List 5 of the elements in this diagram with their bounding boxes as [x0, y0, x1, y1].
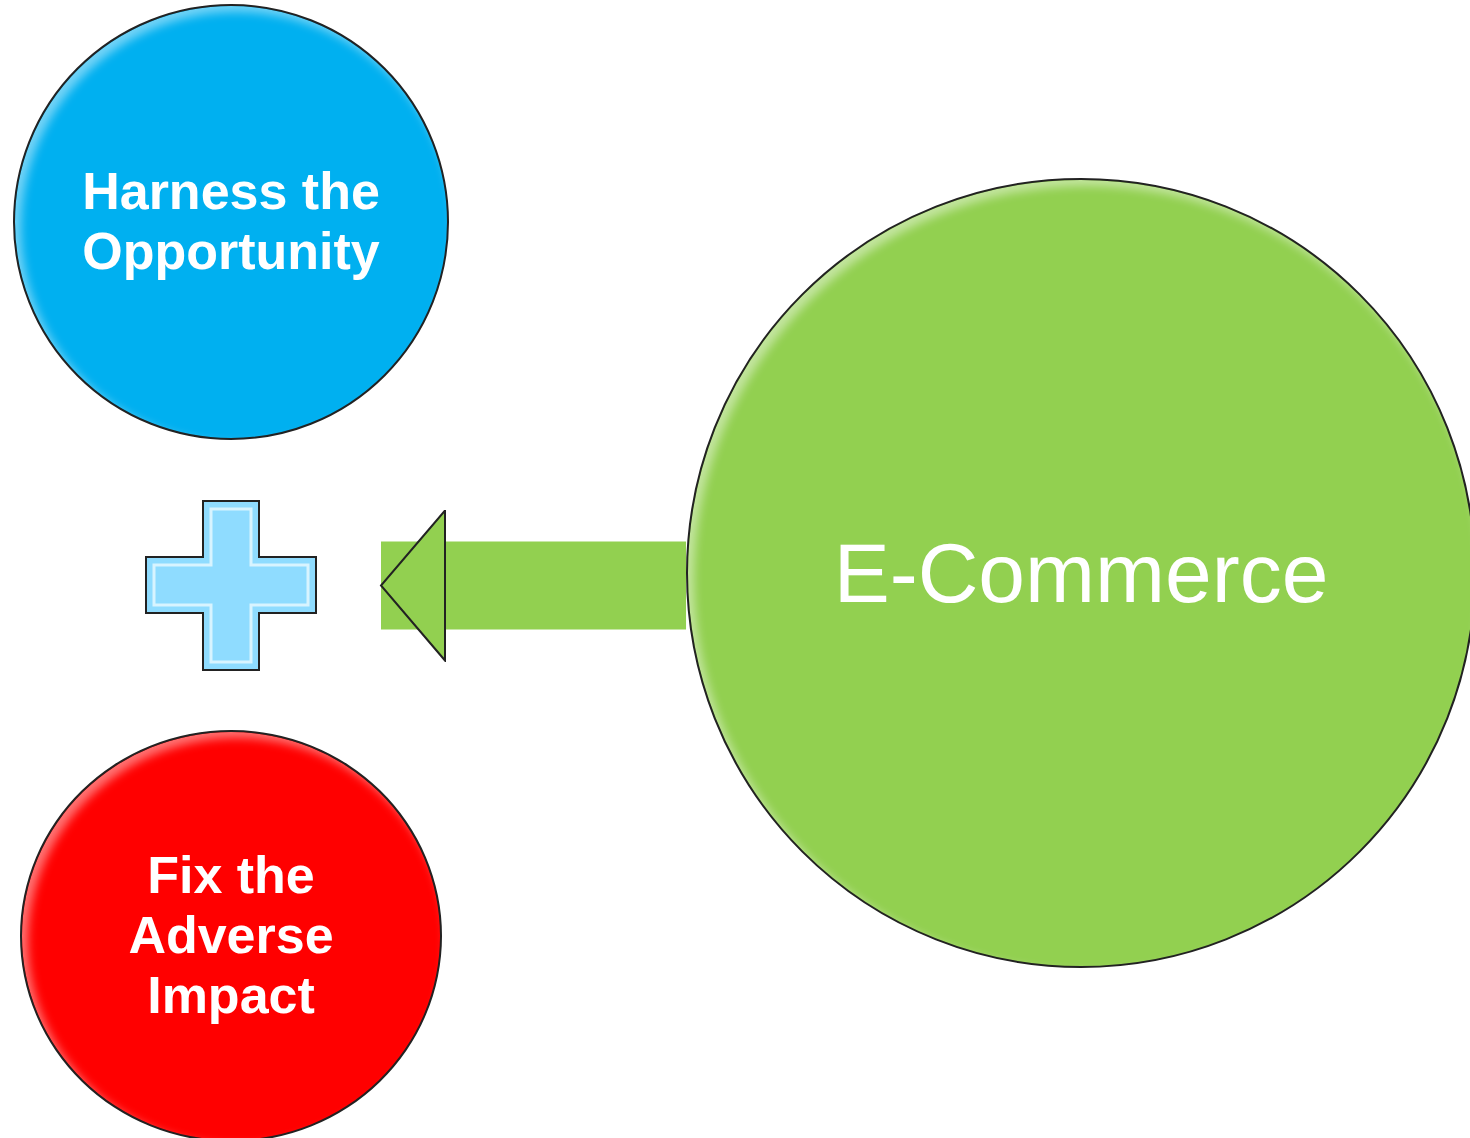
node-label: E-Commerce	[833, 524, 1329, 622]
plus-sign	[145, 500, 317, 671]
node-label: Fix the Adverse Impact	[127, 846, 335, 1026]
node-label: Harness the Opportunity	[81, 162, 381, 282]
block-arrow	[380, 509, 687, 662]
